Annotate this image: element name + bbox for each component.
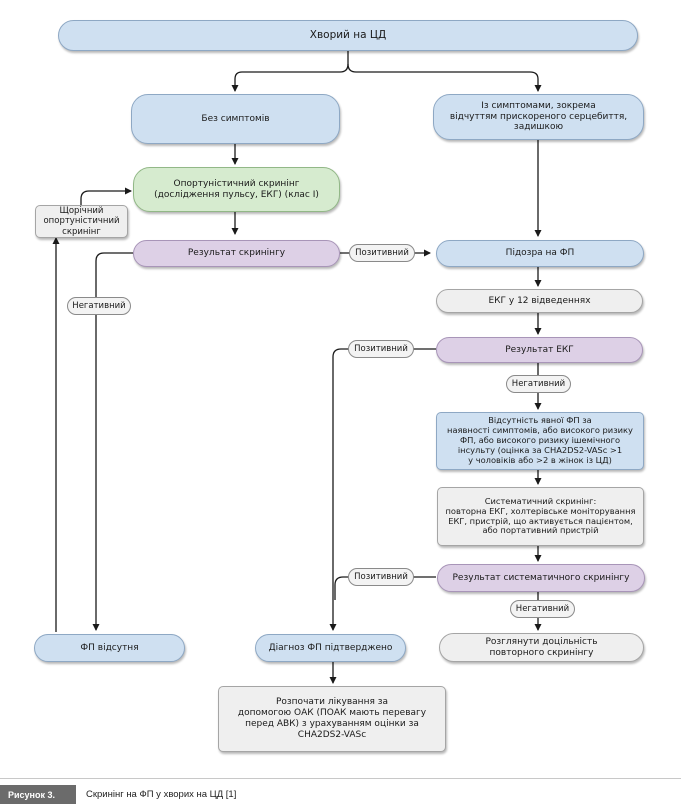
edge-label-positive-ecg: Позитивний [348, 340, 414, 358]
edge-label-negative-ecg: Негативний [506, 375, 571, 393]
caption-text: Скринінг на ФП у хворих на ЦД [1] [86, 789, 237, 800]
node-ecg-result: Результат ЕКГ [436, 337, 643, 363]
edge-label-positive-screening: Позитивний [349, 244, 415, 262]
node-start-treatment: Розпочати лікування за допомогою ОАК (ПО… [218, 686, 446, 752]
edge-label-positive-systematic: Позитивний [348, 568, 414, 586]
figure-caption: Рисунок 3. Скринінг на ФП у хворих на ЦД… [0, 778, 681, 808]
node-ecg-12-leads: ЕКГ у 12 відведеннях [436, 289, 643, 313]
node-opportunistic-screening: Опортуністичний скринінг (дослідження пу… [133, 167, 340, 212]
node-no-symptoms: Без симптомів [131, 94, 340, 144]
node-annual-screening: Щорічний опортуністичний скринінг [35, 205, 128, 238]
node-af-confirmed: Діагноз ФП підтверджено [255, 634, 406, 662]
edge-root-split [231, 51, 349, 92]
edge-root-right [347, 63, 542, 92]
node-suspected-af: Підозра на ФП [436, 240, 644, 267]
node-screening-result: Результат скринінгу [133, 240, 340, 267]
edge-result-negative [92, 252, 133, 631]
node-systematic-screening: Систематичний скринінг: повторна ЕКГ, хо… [437, 487, 644, 546]
node-systematic-result: Результат систематичного скринінгу [437, 564, 645, 592]
edge-annual-opp [80, 187, 132, 205]
edge-ecg-positive [329, 348, 436, 631]
node-af-absent: ФП відсутня [34, 634, 185, 662]
edge-sys-positive [334, 576, 436, 600]
node-no-explicit-af: Відсутність явної ФП за наявності симпто… [436, 412, 644, 470]
node-with-symptoms: Із симптомами, зокрема відчуттям прискор… [433, 94, 644, 140]
edge-label-negative-systematic: Негативний [510, 600, 575, 618]
caption-label: Рисунок 3. [0, 785, 76, 804]
edge-label-negative-screening: Негативний [67, 297, 131, 315]
node-reconsider-screening: Розглянути доцільність повторного скрині… [439, 633, 644, 662]
node-diabetes-patient: Хворий на ЦД [58, 20, 638, 51]
